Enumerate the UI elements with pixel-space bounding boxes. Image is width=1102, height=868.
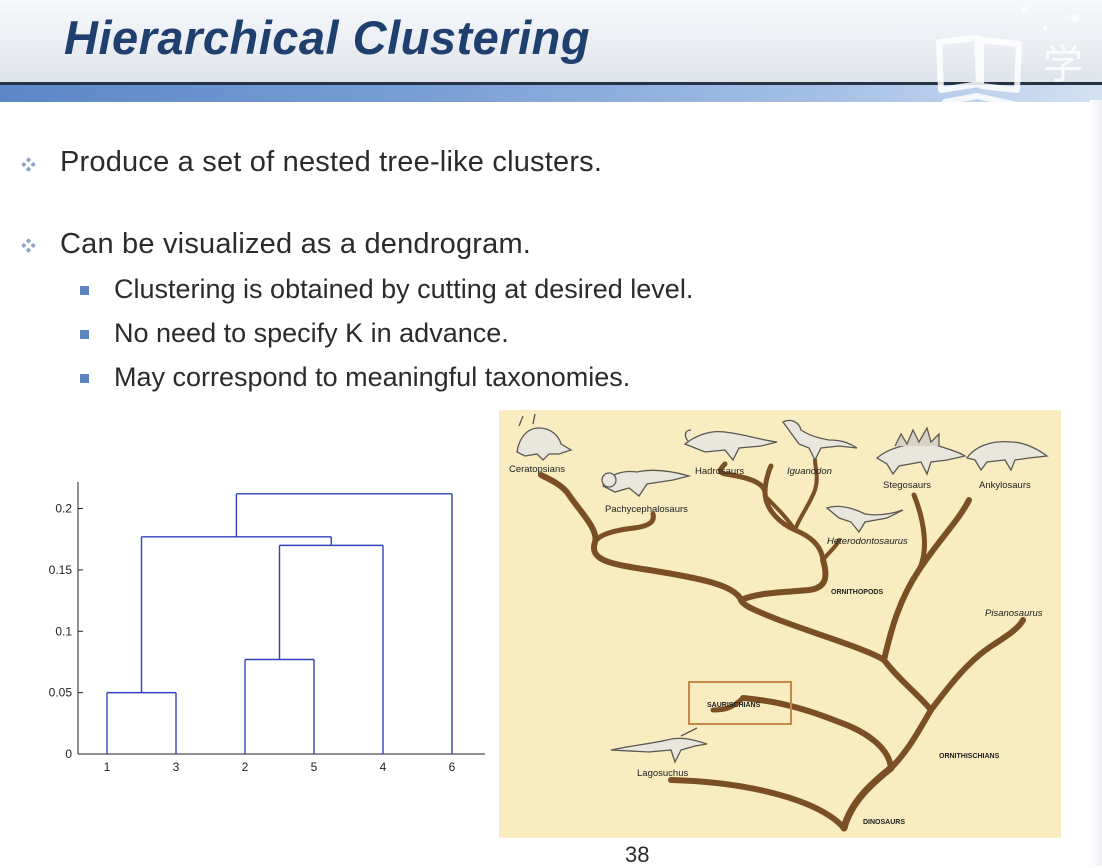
x-tick-label: 6	[449, 760, 456, 774]
x-tick-label: 5	[311, 760, 318, 774]
title-divider	[0, 82, 1102, 85]
label-saurischians: SAURISCHIANS	[707, 702, 761, 709]
label-pisanosaurus: Pisanosaurus	[985, 608, 1043, 619]
dendrogram-axes	[77, 482, 485, 755]
x-tick-label: 1	[104, 760, 111, 774]
title-accent-band	[0, 85, 1102, 102]
x-tick-label: 4	[380, 760, 387, 774]
label-stegosaurs: Stegosaurs	[883, 480, 931, 491]
label-hadrosaurs: Hadrosaurs	[695, 466, 744, 477]
stegosaur-sketch-icon	[875, 426, 967, 476]
dinosaur-taxonomy-tree: Ceratopsians Pachycephalosaurs Hadrosaur…	[499, 410, 1061, 838]
label-ceratopsians: Ceratopsians	[509, 464, 565, 475]
ankylosaur-sketch-icon	[965, 440, 1049, 472]
bullet-1: Produce a set of nested tree-like cluste…	[60, 146, 603, 178]
x-tick-label: 3	[173, 760, 180, 774]
diamond-bullet-icon	[21, 238, 36, 253]
watermark-text: xue	[1045, 96, 1087, 126]
sub-bullet-2: No need to specify K in advance.	[114, 318, 509, 348]
sub-bullet-1: Clustering is obtained by cutting at des…	[114, 274, 694, 304]
square-bullet-icon	[80, 330, 89, 339]
bullet-2: Can be visualized as a dendrogram.	[60, 228, 532, 260]
dendrogram-labels: 0 0.05 0.1 0.15 0.2 1 3 2 5 4 6	[49, 502, 456, 774]
label-heterodontosaurus: Heterodontosaurus	[827, 536, 908, 547]
label-dinosaurs: DINOSAURS	[863, 819, 905, 826]
iguanodon-sketch-icon	[782, 419, 858, 462]
watermark-glyph: 学	[1043, 42, 1083, 88]
slide-title: Hierarchical Clustering	[64, 11, 591, 64]
slide-edge	[1090, 100, 1102, 866]
watermark-logo: 学 xue	[936, 7, 1087, 126]
y-tick-label: 0.15	[49, 563, 73, 577]
dendrogram-links	[106, 493, 453, 754]
dendrogram-chart: 0 0.05 0.1 0.15 0.2 1 3 2 5 4 6	[49, 482, 485, 774]
taxonomy-labels: Ceratopsians Pachycephalosaurs Hadrosaur…	[509, 464, 1043, 826]
dinosaur-sketches	[516, 413, 1049, 764]
hadrosaur-sketch-icon	[683, 429, 778, 462]
square-bullet-icon	[80, 286, 89, 295]
label-pachycephalosaurs: Pachycephalosaurs	[605, 504, 688, 515]
square-bullet-icon	[80, 374, 89, 383]
label-ankylosaurs: Ankylosaurs	[979, 480, 1031, 491]
slide-number: 38	[625, 842, 650, 867]
ceratopsian-sketch-icon	[516, 413, 573, 461]
y-tick-label: 0.05	[49, 686, 73, 700]
label-ornithischians: ORNITHISCHIANS	[939, 753, 1000, 760]
y-tick-label: 0.2	[55, 502, 72, 516]
book-icon	[936, 35, 1022, 125]
label-iguanodon: Iguanodon	[787, 466, 832, 477]
y-tick-label: 0	[65, 747, 72, 761]
saurischians-box	[688, 681, 792, 725]
sub-bullet-3: May correspond to meaningful taxonomies.	[114, 362, 631, 392]
diamond-bullet-icon	[21, 157, 36, 172]
tree-branches	[538, 458, 1026, 832]
pachycephalosaur-sketch-icon	[601, 469, 692, 497]
label-ornithopods: ORNITHOPODS	[831, 589, 883, 596]
heterodontosaurus-sketch-icon	[825, 505, 904, 534]
y-tick-label: 0.1	[55, 624, 72, 638]
label-lagosuchus: Lagosuchus	[637, 768, 688, 779]
x-tick-label: 2	[242, 760, 249, 774]
lagosuchus-sketch-icon	[610, 727, 708, 764]
title-bar: Hierarchical Clustering	[0, 0, 1102, 84]
